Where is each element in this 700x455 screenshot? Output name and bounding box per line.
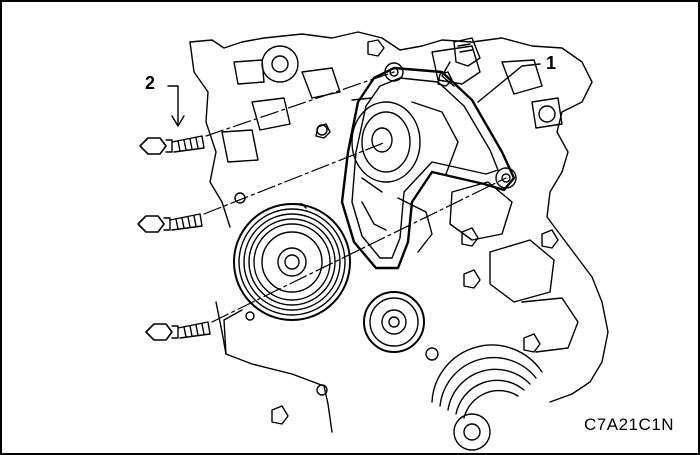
callout-leaders [167,63,541,127]
alignment-lines [203,71,507,323]
bolt-middle [137,213,203,233]
engine-block-outline [189,31,609,433]
figure-code: C7A21C1N [584,415,674,434]
crankshaft-pulley [233,203,351,321]
tensioner-bracket [340,62,517,270]
bolt-lower [145,321,211,341]
idler-pulley [363,291,425,353]
bolt-upper [139,135,205,155]
lower-right-pulley [431,344,543,451]
tensioner-pulley [351,97,459,253]
misc-nuts [271,39,559,425]
callout-label-2: 2 [145,73,156,93]
callout-label-1: 1 [546,53,557,73]
